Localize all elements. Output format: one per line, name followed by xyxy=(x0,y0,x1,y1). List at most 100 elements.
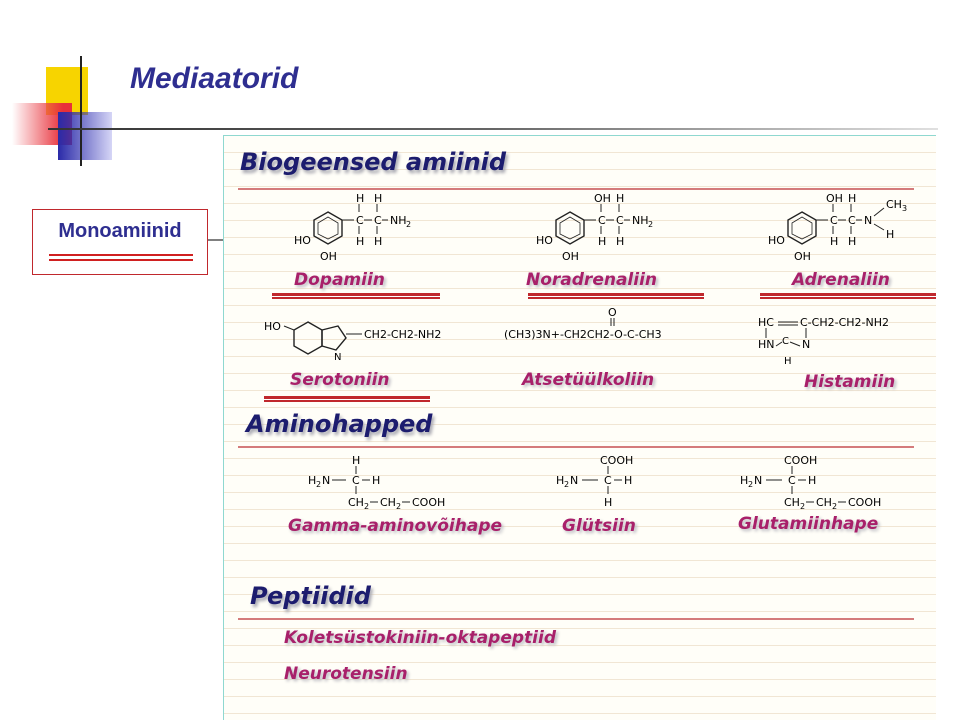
svg-text:NH: NH xyxy=(390,214,407,227)
compound-name-histamine: Histamiin xyxy=(804,372,896,392)
adrenaline-underline xyxy=(760,293,936,297)
acetylcholine-structure: O (CH3)3N+-CH2CH2-O-C-CH3 xyxy=(504,306,662,341)
svg-text:C: C xyxy=(782,336,789,347)
section-rule xyxy=(238,188,914,190)
svg-text:N: N xyxy=(754,474,762,487)
svg-text:H: H xyxy=(830,235,838,248)
decor-blue-square xyxy=(58,112,112,160)
svg-text:H: H xyxy=(740,474,748,487)
compound-name-acetylcholine: Atsetüülkoliin xyxy=(522,370,655,390)
svg-text:H: H xyxy=(808,474,816,487)
svg-text:COOH: COOH xyxy=(848,496,881,509)
callout-box: Monoamiinid xyxy=(32,209,208,275)
svg-text:CH: CH xyxy=(380,496,396,509)
decor-vertical-line xyxy=(80,56,82,166)
svg-text:C: C xyxy=(356,214,364,227)
svg-text:COOH: COOH xyxy=(600,454,633,467)
svg-text:2: 2 xyxy=(748,480,753,489)
svg-text:H: H xyxy=(374,192,382,205)
svg-text:CH: CH xyxy=(348,496,364,509)
svg-text:H: H xyxy=(356,235,364,248)
svg-text:2: 2 xyxy=(832,502,837,511)
section-rule xyxy=(238,446,914,448)
dopamine-underline xyxy=(272,293,440,297)
svg-text:C: C xyxy=(604,474,612,487)
svg-text:H: H xyxy=(784,356,792,367)
svg-text:H: H xyxy=(848,235,856,248)
svg-text:HO: HO xyxy=(294,234,311,247)
svg-text:COOH: COOH xyxy=(412,496,445,509)
svg-text:C: C xyxy=(598,214,606,227)
serotonin-underline xyxy=(264,396,430,400)
compound-name-noradrenaline: Noradrenaliin xyxy=(526,270,658,290)
svg-text:H: H xyxy=(848,192,856,205)
noradrenaline-underline xyxy=(528,293,704,297)
compound-name-adrenaline: Adrenaliin xyxy=(792,270,890,290)
histamine-structure: HC C-CH2-CH2-NH2 HN N C H xyxy=(758,316,889,367)
svg-text:OH: OH xyxy=(562,250,579,263)
svg-text:C: C xyxy=(374,214,382,227)
svg-text:2: 2 xyxy=(406,220,411,229)
svg-text:H: H xyxy=(616,192,624,205)
svg-text:C: C xyxy=(616,214,624,227)
svg-text:HO: HO xyxy=(536,234,553,247)
svg-text:HN: HN xyxy=(758,338,775,351)
svg-text:H: H xyxy=(556,474,564,487)
title-underline xyxy=(48,128,938,130)
compound-name-serotonin: Serotoniin xyxy=(290,370,390,390)
svg-text:CH: CH xyxy=(816,496,832,509)
svg-text:N: N xyxy=(864,214,872,227)
svg-text:H: H xyxy=(604,496,612,509)
svg-text:2: 2 xyxy=(316,480,321,489)
svg-text:N: N xyxy=(802,338,810,351)
svg-text:C: C xyxy=(788,474,796,487)
svg-text:NH: NH xyxy=(632,214,649,227)
svg-text:H: H xyxy=(616,235,624,248)
svg-text:2: 2 xyxy=(396,502,401,511)
svg-text:H: H xyxy=(308,474,316,487)
svg-text:OH: OH xyxy=(320,250,337,263)
serotonin-chain: CH2-CH2-NH2 xyxy=(364,328,441,341)
acetylcholine-formula: (CH3)3N+-CH2CH2-O-C-CH3 xyxy=(504,328,662,341)
histamine-chain: C-CH2-CH2-NH2 xyxy=(800,316,889,329)
section-heading-peptides: Peptiidid xyxy=(250,582,371,610)
svg-text:H: H xyxy=(598,235,606,248)
section-heading-biogenic: Biogeensed amiinid xyxy=(240,148,507,176)
svg-text:H: H xyxy=(372,474,380,487)
svg-text:N: N xyxy=(570,474,578,487)
svg-text:H: H xyxy=(624,474,632,487)
callout-label: Monoamiinid xyxy=(58,220,182,242)
peptide-item: Neurotensiin xyxy=(284,664,408,684)
svg-text:OH: OH xyxy=(594,192,611,205)
svg-text:H: H xyxy=(886,228,894,241)
slide-title: Mediaatorid xyxy=(130,62,299,95)
svg-text:HC: HC xyxy=(758,316,774,329)
svg-text:3: 3 xyxy=(902,204,907,213)
svg-text:N: N xyxy=(334,352,341,363)
svg-text:H: H xyxy=(356,192,364,205)
svg-text:2: 2 xyxy=(364,502,369,511)
compound-name-gaba: Gamma-aminovõihape xyxy=(288,516,503,536)
compound-name-glycine: Glütsiin xyxy=(562,516,636,536)
svg-text:N: N xyxy=(322,474,330,487)
svg-text:O: O xyxy=(608,306,617,319)
callout-underline xyxy=(49,254,193,256)
svg-text:2: 2 xyxy=(564,480,569,489)
svg-text:C: C xyxy=(830,214,838,227)
serotonin-structure: HO N CH2-CH2-NH2 xyxy=(264,320,441,363)
compound-name-glutamate: Glutamiinhape xyxy=(738,514,879,534)
svg-text:H: H xyxy=(374,235,382,248)
svg-text:HO: HO xyxy=(768,234,785,247)
section-rule xyxy=(238,618,914,620)
svg-text:HO: HO xyxy=(264,320,281,333)
svg-text:OH: OH xyxy=(826,192,843,205)
compound-name-dopamine: Dopamiin xyxy=(294,270,385,290)
svg-text:CH: CH xyxy=(784,496,800,509)
svg-text:C: C xyxy=(352,474,360,487)
